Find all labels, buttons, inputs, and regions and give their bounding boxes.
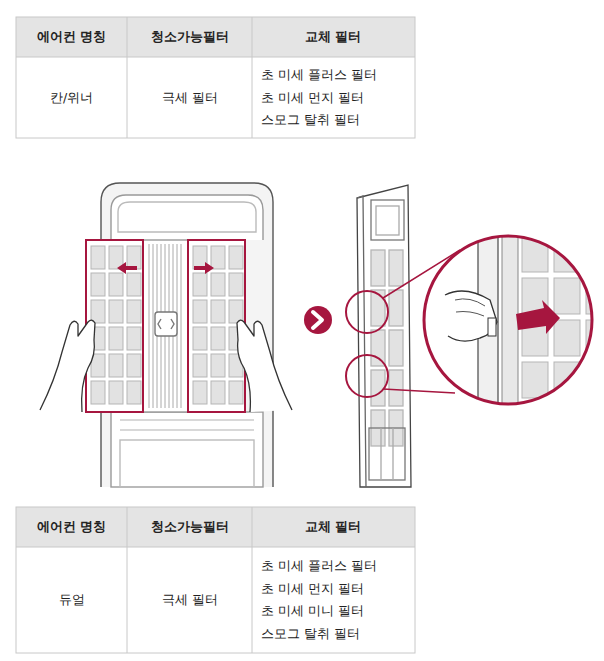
hand [40,320,292,412]
filter-cell [554,278,580,314]
filter-cell [211,246,225,269]
filter-cell [522,362,548,398]
filter-cell [211,381,225,404]
filter-cell [211,273,225,296]
filter-cell [586,362,604,398]
filter-cell [389,290,403,326]
table-header: 청소가능필터 [151,29,229,45]
filter-cell [371,370,385,406]
zoom-circle [424,236,592,404]
filter-cell [389,370,403,406]
filter-cell [586,404,604,440]
filter-cell [127,327,141,350]
filter-cell [91,300,105,323]
filter-cell [522,404,548,440]
table-cell: 칸/위너 [50,90,93,106]
table-grid [16,507,415,653]
filter-cell [586,236,604,272]
filter-cell [554,320,580,356]
table-cell: 초 미세 미니 필터 [261,603,364,619]
filter-cell [229,381,243,404]
vent-line [149,244,150,408]
table-header: 교체 필터 [305,519,361,535]
table-header: 에어컨 명칭 [37,519,106,535]
table-cell: 듀얼 [59,592,85,608]
filter-cell [193,381,207,404]
table-cell: 스모그 탈취 필터 [261,626,360,642]
filter-cell [211,327,225,350]
filter-cell [211,300,225,323]
filter-cell [127,273,141,296]
filter-cell [229,246,243,269]
table-cell: 스모그 탈취 필터 [261,112,360,128]
table-cell: 초 미세 플러스 필터 [261,67,377,83]
table-cell: 초 미세 먼지 필터 [261,581,364,597]
table-cell: 극세 필터 [162,90,218,106]
filter-cell [91,273,105,296]
vent-line [181,244,182,408]
filter-cell [109,354,123,377]
filter-cell [371,290,385,326]
vent-line [153,244,154,408]
filter-cell [109,300,123,323]
table-header: 청소가능필터 [151,519,229,535]
removed-filter [357,185,411,487]
filter-cell [554,404,580,440]
filter-cell [127,246,141,269]
table-cell: 극세 필터 [162,592,218,608]
filter-cell [193,327,207,350]
filter-cell [193,246,207,269]
filter-cell [229,273,243,296]
table-cell: 초 미세 먼지 필터 [261,90,364,106]
filter-cell [371,330,385,366]
filter-cell [389,250,403,286]
filter-cell [109,381,123,404]
filter-cell [109,327,123,350]
filter-cell [127,300,141,323]
table-cell: 초 미세 플러스 필터 [261,558,377,574]
filter-cell [127,354,141,377]
filter-cell [91,381,105,404]
table-header: 에어컨 명칭 [37,29,106,45]
table-header: 교체 필터 [305,29,361,45]
filter-cell [193,354,207,377]
filter-cell [371,250,385,286]
filter-cell [109,273,123,296]
filter-cell [389,330,403,366]
filter [86,240,245,412]
filter-cell [193,273,207,296]
filter-cell [211,354,225,377]
filter-cell [193,300,207,323]
filter-cell [91,246,105,269]
filter-cell [229,300,243,323]
detail-zoom [420,230,604,440]
step-arrow [304,306,332,334]
filter-cell [127,381,141,404]
table-grid [16,17,415,138]
